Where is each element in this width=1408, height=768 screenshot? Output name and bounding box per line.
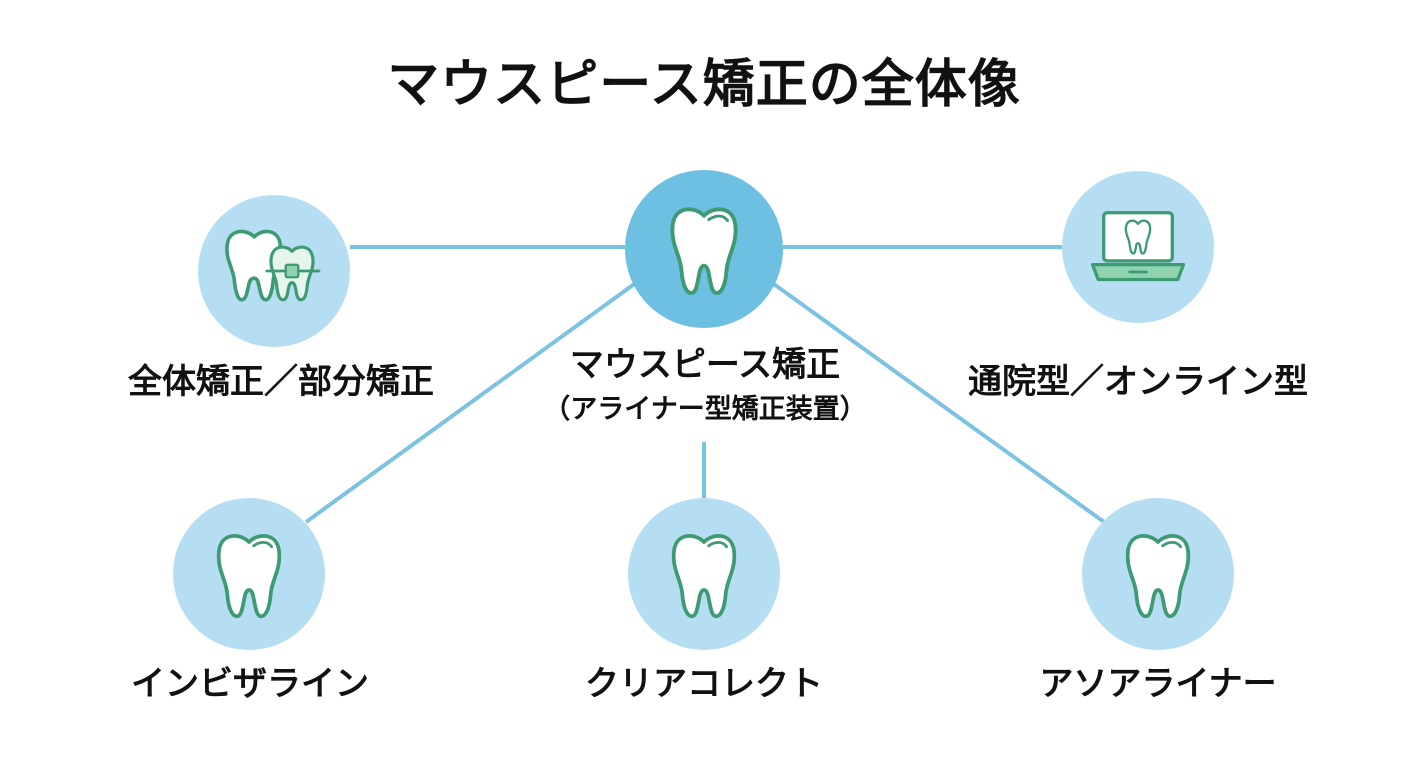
center-node-sublabel: （アライナー型矯正装置） xyxy=(543,394,867,425)
clearcorrect-node-circle xyxy=(628,498,780,650)
page-title: マウスピース矯正の全体像 xyxy=(387,55,1021,115)
center-node-label: マウスピース矯正 xyxy=(569,345,841,385)
connector-center-to-asoaligner xyxy=(769,280,1106,524)
asoaligner-node-circle xyxy=(1082,498,1234,650)
asoaligner-node-label: アソアライナー xyxy=(1039,664,1277,704)
tooth-icon xyxy=(1125,534,1191,619)
connector-center-to-invisalign xyxy=(304,280,639,524)
invisalign-node-label: インビザライン xyxy=(131,664,369,704)
invisalign-node-circle xyxy=(173,498,325,650)
tooth-icon xyxy=(671,534,737,619)
tooth-icon xyxy=(216,534,282,619)
visit-online-node-label: 通院型／オンライン型 xyxy=(968,362,1308,402)
visit-online-node-circle xyxy=(1062,171,1214,323)
tooth-with-braces-icon xyxy=(225,229,321,302)
center-node-circle xyxy=(625,170,783,328)
laptop-tooth-icon xyxy=(1090,211,1186,282)
full-partial-node-circle xyxy=(198,195,350,347)
tooth-icon xyxy=(670,207,738,296)
full-partial-node-label: 全体矯正／部分矯正 xyxy=(128,362,434,402)
clearcorrect-node-label: クリアコレクト xyxy=(585,664,823,704)
